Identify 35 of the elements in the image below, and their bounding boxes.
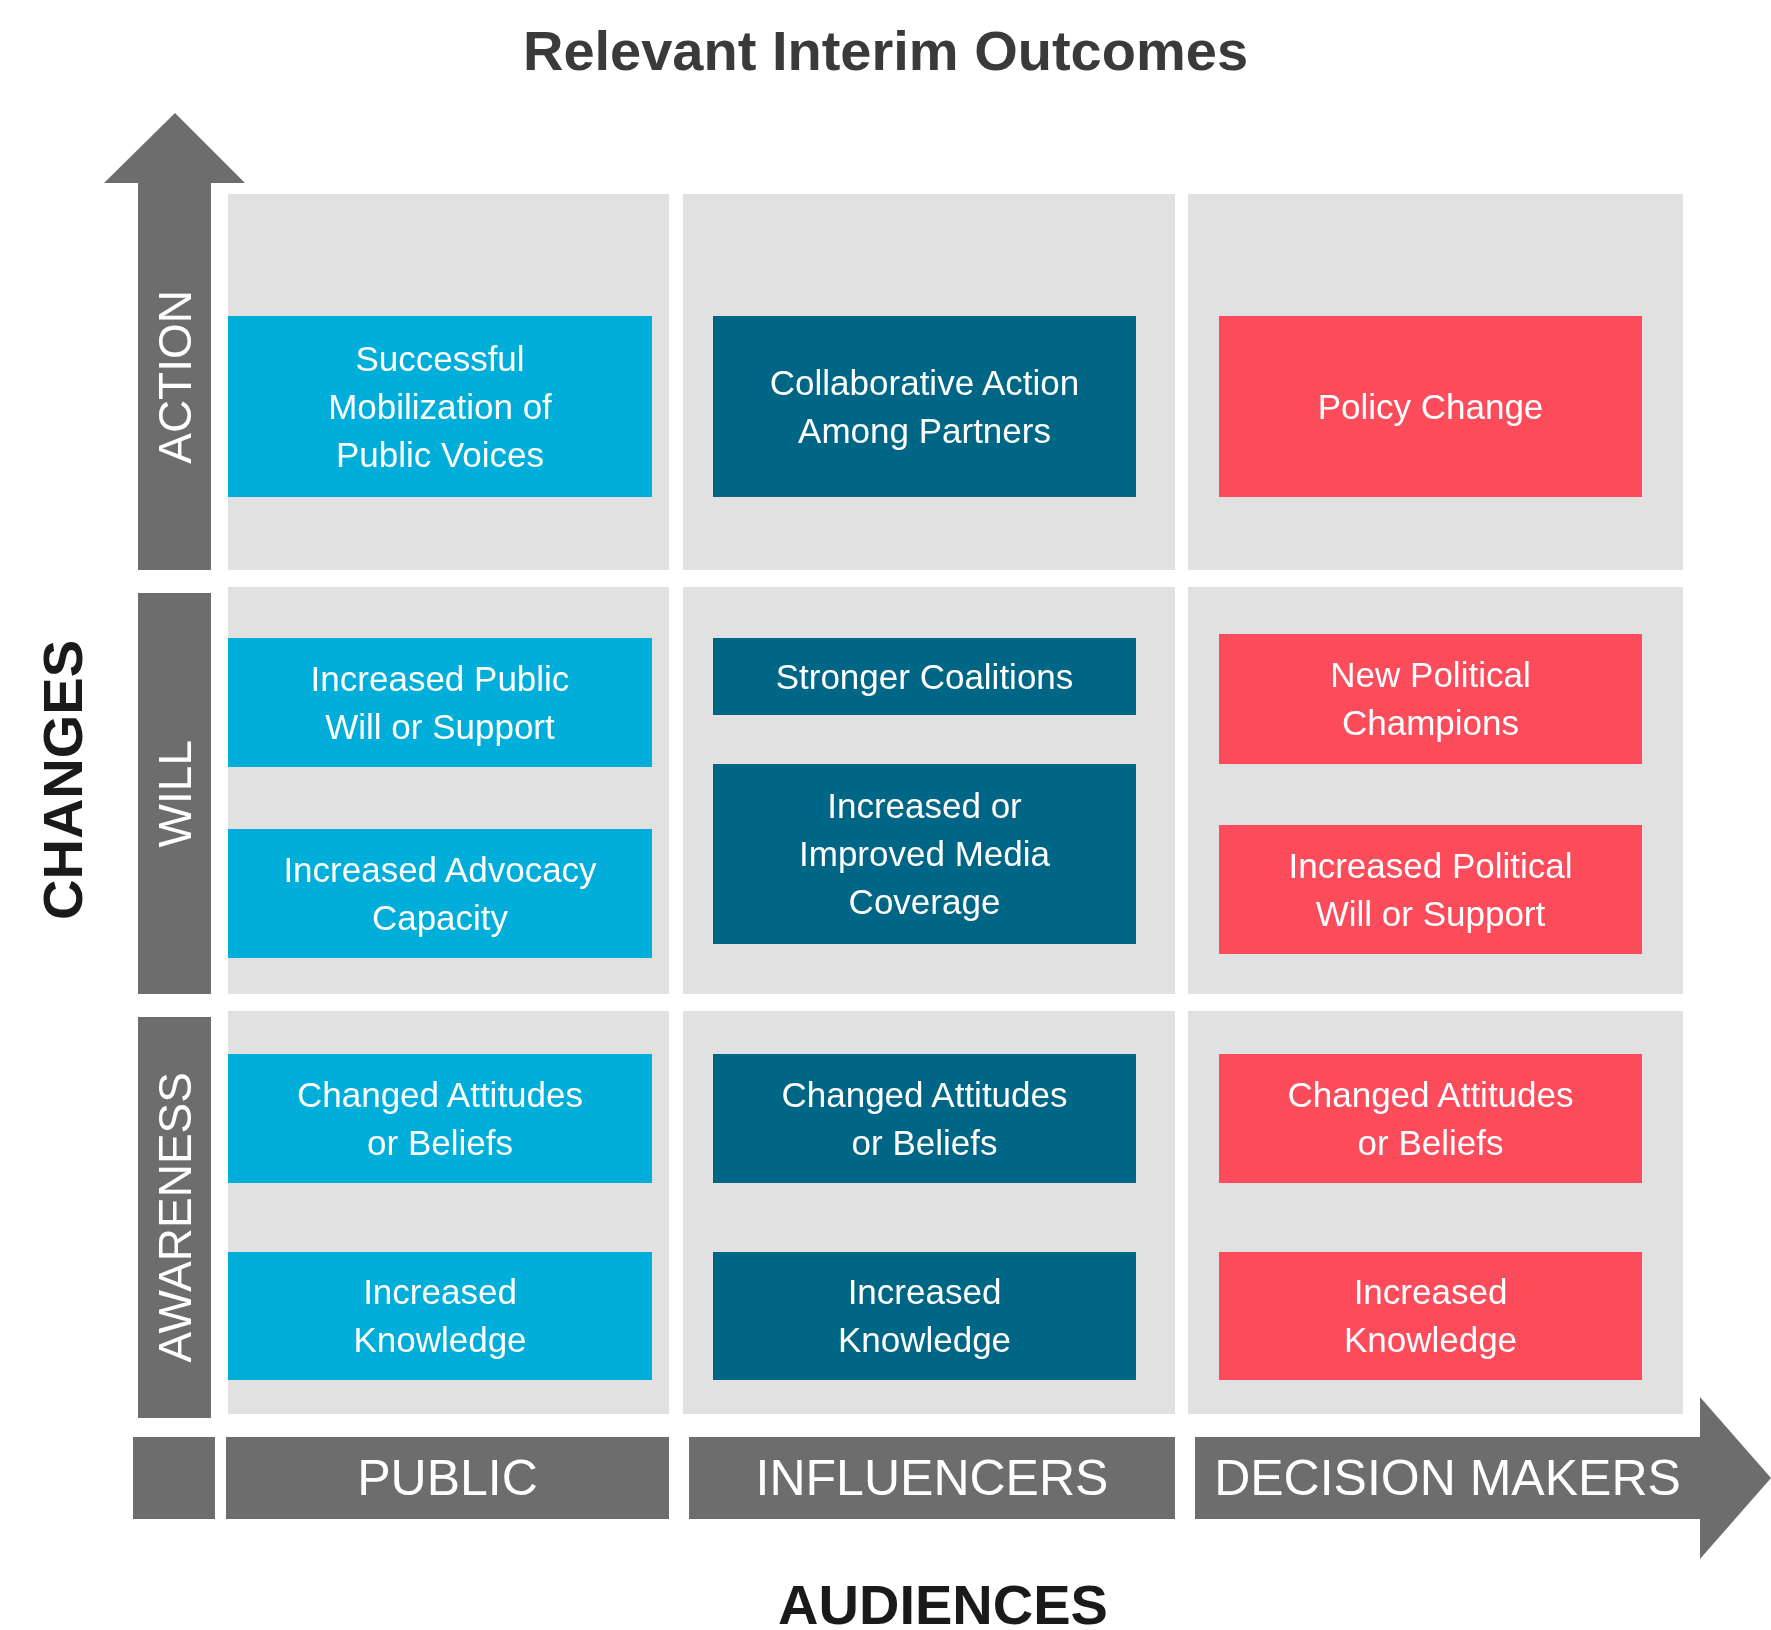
grid-cell xyxy=(1188,587,1683,994)
outcome-box: Increased Political Will or Support xyxy=(1219,825,1642,954)
audience-bar: INFLUENCERS xyxy=(689,1437,1175,1519)
outcome-box: Changed Attitudes or Beliefs xyxy=(1219,1054,1642,1183)
outcome-box: Increased Knowledge xyxy=(713,1252,1136,1380)
outcome-box: Collaborative Action Among Partners xyxy=(713,316,1136,497)
axis-label: WILL xyxy=(147,739,202,848)
outcome-box: Changed Attitudes or Beliefs xyxy=(228,1054,652,1183)
grid-cell xyxy=(228,194,669,570)
outcome-box: Increased Public Will or Support xyxy=(228,638,652,767)
grid-cell xyxy=(228,587,669,994)
axis-label: ACTION xyxy=(147,289,202,464)
axis-title: AUDIENCES xyxy=(777,1572,1109,1630)
outcome-box: Successful Mobilization of Public Voices xyxy=(228,316,652,497)
outcome-box: Policy Change xyxy=(1219,316,1642,497)
outcome-box: Increased Knowledge xyxy=(1219,1252,1642,1380)
axis-bar xyxy=(138,1017,211,1418)
axis-title: CHANGES xyxy=(30,639,95,922)
outcome-box: Increased Advocacy Capacity xyxy=(228,829,652,958)
grid-cell xyxy=(683,1011,1175,1414)
grid-cell xyxy=(683,194,1175,570)
chart-title: Relevant Interim Outcomes xyxy=(521,18,1250,83)
corner-square xyxy=(133,1437,215,1519)
grid-cell xyxy=(228,1011,669,1414)
grid-cell xyxy=(1188,194,1683,570)
outcome-box: Stronger Coalitions xyxy=(713,638,1136,715)
outcome-box: Changed Attitudes or Beliefs xyxy=(713,1054,1136,1183)
grid-cell xyxy=(683,587,1175,994)
axis-bar xyxy=(138,593,211,994)
outcome-box: Increased or Improved Media Coverage xyxy=(713,764,1136,944)
audience-bar: PUBLIC xyxy=(226,1437,669,1519)
axis-label: AWARENESS xyxy=(147,1072,202,1363)
grid-cell xyxy=(1188,1011,1683,1414)
outcome-box: Increased Knowledge xyxy=(228,1252,652,1380)
outcome-box: New Political Champions xyxy=(1219,634,1642,764)
